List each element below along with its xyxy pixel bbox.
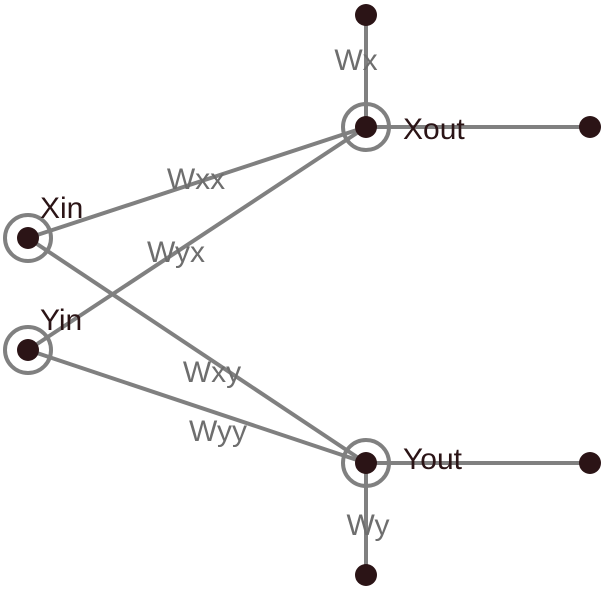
- wyy-label: Wyy: [189, 415, 247, 448]
- wy-label: Wy: [346, 509, 389, 542]
- yout-label: Yout: [403, 443, 463, 476]
- wxx-label: Wxx: [167, 163, 225, 196]
- edge-xin-to-yout: [26, 236, 368, 465]
- wy-bias-dot: [355, 564, 377, 586]
- yin-label: Yin: [40, 304, 82, 337]
- wxy-label: Wxy: [183, 356, 241, 389]
- wx-bias-dot: [355, 4, 377, 26]
- wyx-label: Wyx: [147, 236, 205, 269]
- edge-yin-to-yout: [27, 348, 367, 465]
- xout-output-dot: [579, 116, 601, 138]
- wx-label: Wx: [334, 44, 377, 77]
- xout-label: Xout: [403, 113, 465, 146]
- xin-node-ring: [3, 213, 53, 263]
- yout-node-dot: [355, 452, 377, 474]
- yin-node-dot: [17, 339, 39, 361]
- yin-node-ring: [3, 325, 53, 375]
- edge-yin-to-xout: [26, 125, 368, 352]
- xin-node-dot: [17, 227, 39, 249]
- yout-node-ring: [341, 438, 391, 488]
- edge-xin-to-xout: [27, 125, 367, 240]
- xout-node-ring: [341, 102, 391, 152]
- xout-node-dot: [355, 116, 377, 138]
- xin-label: Xin: [40, 192, 83, 225]
- yout-output-dot: [579, 452, 601, 474]
